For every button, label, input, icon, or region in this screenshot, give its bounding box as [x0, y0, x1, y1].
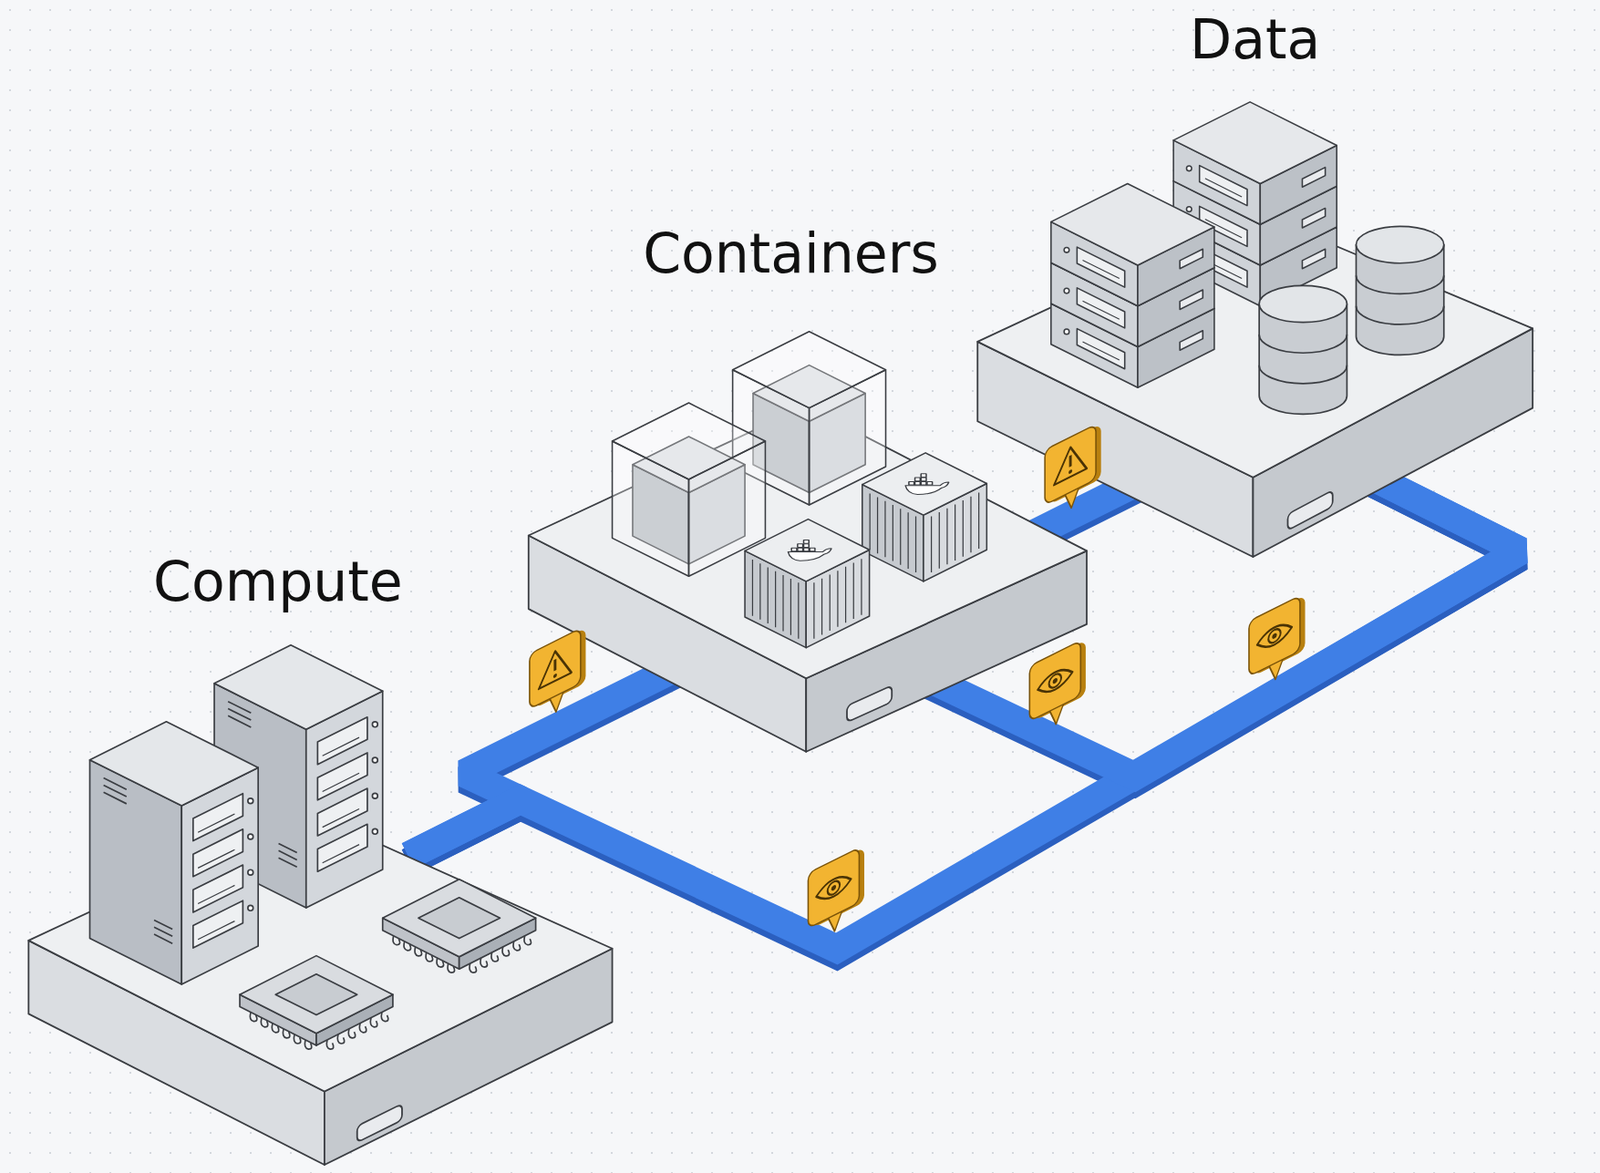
monitor-badge	[807, 845, 865, 945]
platform-node: Data	[1102, 3, 1490, 469]
platform-node: Compute	[122, 547, 408, 1154]
rack-server	[1051, 183, 1215, 306]
cpu-chip	[239, 956, 393, 1051]
server-tower	[89, 722, 259, 985]
shipping-container	[744, 519, 870, 649]
platform-node: Containers	[612, 218, 1022, 654]
database-cylinder	[1355, 226, 1444, 355]
platform-label: Compute	[153, 550, 403, 614]
platform-label: Data	[1189, 8, 1321, 72]
warning-badge	[529, 626, 587, 726]
container-cube	[612, 402, 766, 577]
warning-badge	[1044, 422, 1102, 522]
database-cylinder	[1259, 285, 1347, 414]
monitor-badge	[1029, 638, 1086, 738]
platform-label: Containers	[642, 222, 939, 286]
monitor-badge	[1249, 593, 1306, 693]
cpu-chip	[382, 879, 537, 974]
shipping-container	[862, 453, 988, 582]
rack-server	[1173, 102, 1337, 225]
